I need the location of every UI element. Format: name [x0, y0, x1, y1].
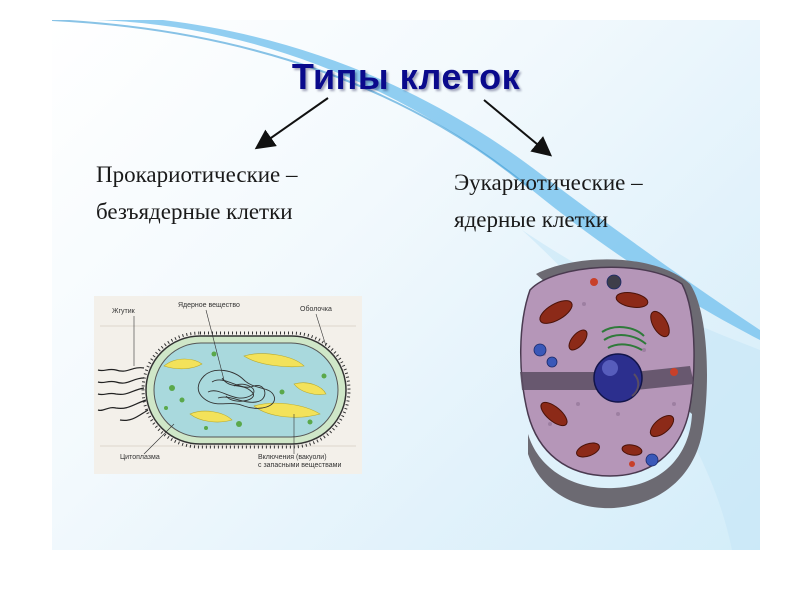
label-inclusions-1: Включения (вакуоли)	[258, 454, 327, 461]
prokaryotic-caption: Прокариотические – безъядерные клетки	[96, 156, 298, 230]
eukaryotic-cell-figure	[514, 254, 714, 514]
label-membrane: Оболочка	[300, 306, 332, 313]
prokaryotic-cell-drawing	[94, 296, 362, 474]
slide: Типы клеток Прокариотические – безъядерн…	[52, 20, 760, 550]
label-cytoplasm: Цитоплазма	[120, 454, 160, 461]
prokaryotic-cell-figure: Жгутик Ядерное вещество Оболочка Цитопла…	[94, 296, 362, 474]
prokaryotic-line1: Прокариотические –	[96, 156, 298, 193]
eukaryotic-line2: ядерные клетки	[454, 201, 643, 238]
arrow-left	[258, 98, 328, 147]
arrow-right	[484, 100, 549, 154]
label-inclusions-2: с запасными веществами	[258, 462, 341, 469]
label-nuclear-matter: Ядерное вещество	[178, 302, 240, 309]
eukaryotic-caption: Эукариотические – ядерные клетки	[454, 164, 643, 238]
label-flagellum: Жгутик	[112, 308, 135, 315]
flagella	[98, 368, 148, 421]
prokaryotic-line2: безъядерные клетки	[96, 193, 298, 230]
eukaryotic-line1: Эукариотические –	[454, 164, 643, 201]
